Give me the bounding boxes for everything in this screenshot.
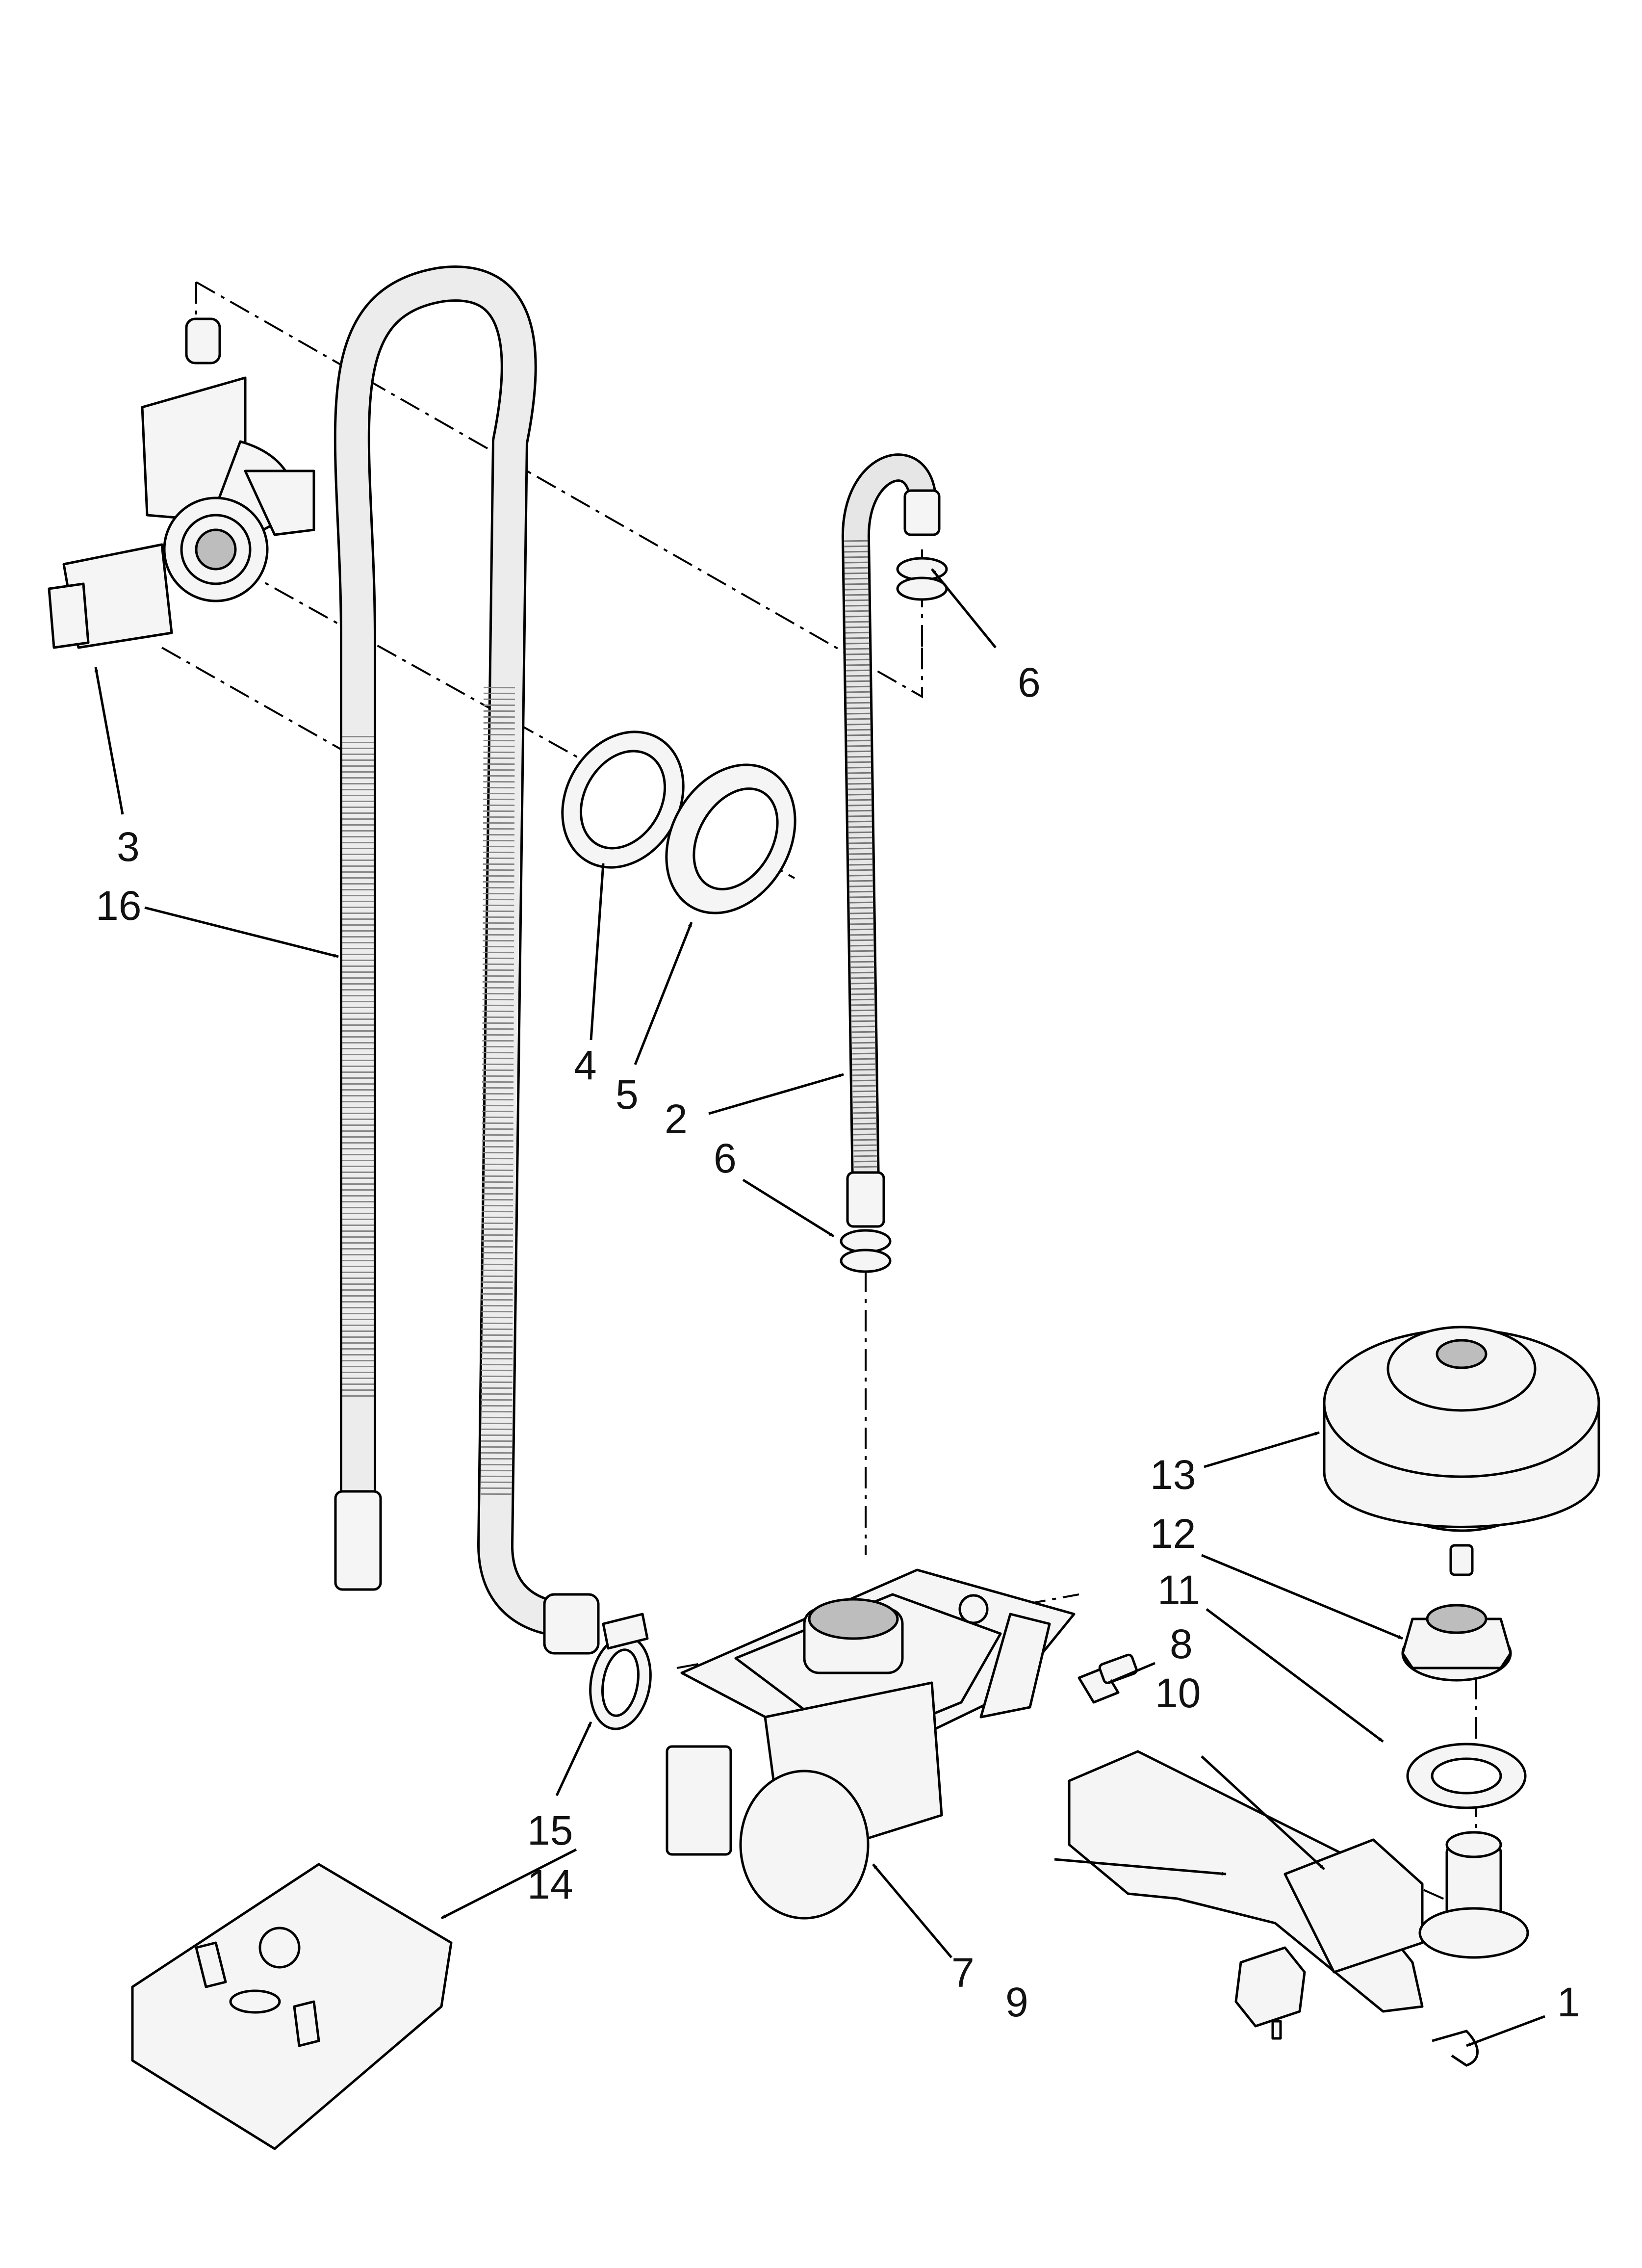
part-9-switch [1234,1946,1306,2040]
callout-4: 4 [574,1042,597,1088]
callout-16: 16 [96,883,141,929]
part-14-hardware-bag [131,1863,453,2150]
callout-1: 1 [1557,1979,1580,2025]
part-6-clamp-lower [840,1229,892,1273]
callout-8: 8 [1170,1621,1193,1667]
part-5-nut [665,763,796,914]
callout-15: 15 [527,1807,573,1853]
callout-12: 12 [1150,1511,1196,1557]
part-10-bracket [1068,1750,1529,2013]
part-13-float [1323,1326,1600,1576]
callout-10: 10 [1155,1670,1201,1716]
callout-6-upper: 6 [1018,659,1041,705]
callout-labels: 3 16 4 5 2 6 6 13 12 11 8 10 15 14 7 9 1 [96,659,1580,2025]
part-15-clamp [589,1613,652,1730]
callout-13: 13 [1150,1452,1196,1498]
callout-14: 14 [527,1861,573,1907]
callout-6-lower: 6 [714,1135,737,1181]
part-7-pump-assembly [666,1568,1076,1920]
part-1-clip [1432,2030,1479,2067]
callout-9: 9 [1005,1979,1028,2025]
part-16-drain-hose [334,265,600,1655]
callout-7: 7 [951,1950,975,1996]
callout-2: 2 [665,1096,688,1142]
part-4-washer [561,730,685,869]
part-12-nut [1401,1604,1512,1682]
part-2-hose [841,453,941,1228]
part-11-washer [1406,1743,1527,1809]
part-3-air-gap [48,317,315,649]
part-8-screw [1078,1653,1138,1704]
leader-lines [94,568,1545,2047]
callout-11: 11 [1157,1567,1200,1613]
callout-5: 5 [616,1071,639,1118]
part-6-clamp-upper [896,557,948,601]
callout-3: 3 [117,824,140,870]
